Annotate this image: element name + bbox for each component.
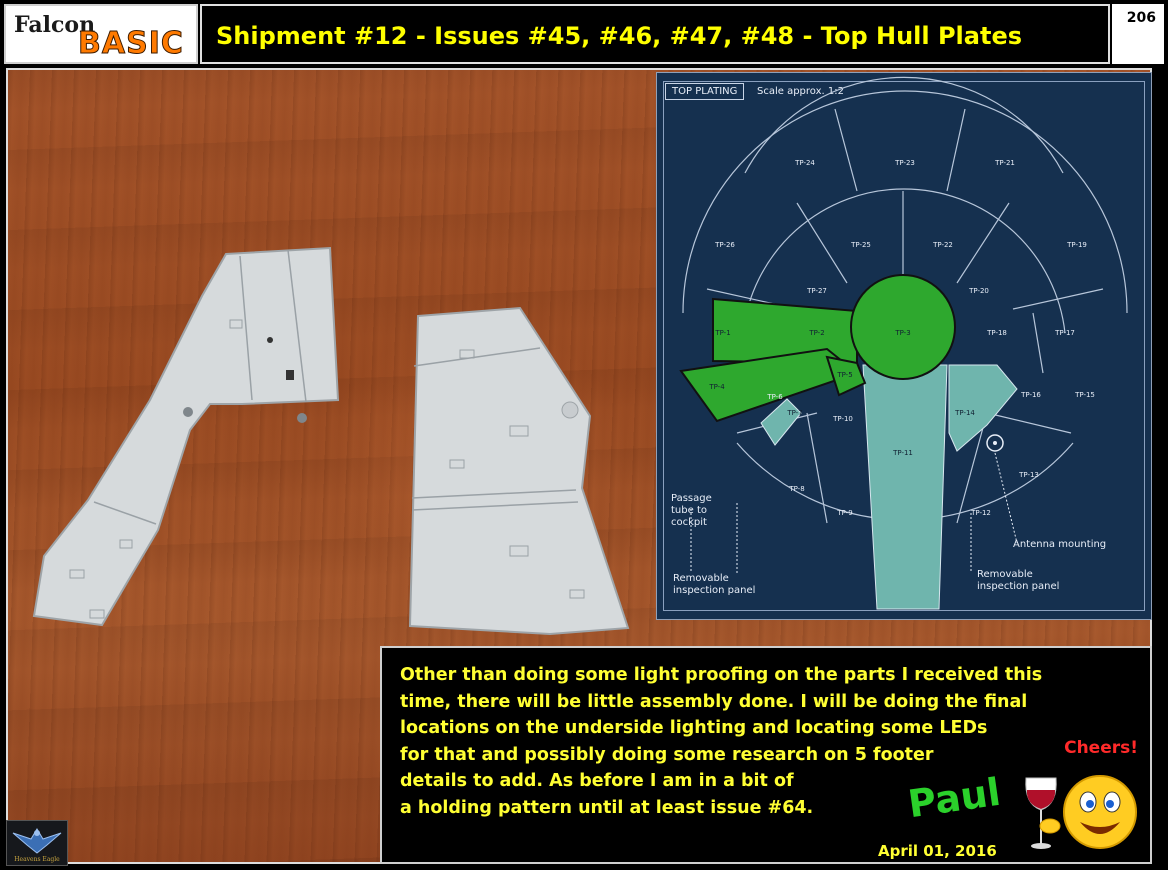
label-tp9: TP-9 bbox=[836, 509, 852, 517]
label-tp14: TP-14 bbox=[954, 409, 975, 417]
label-tp1: TP-1 bbox=[714, 329, 730, 337]
label-tp27: TP-27 bbox=[806, 287, 827, 295]
diagram-tag: TOP PLATING bbox=[665, 83, 745, 100]
commentary-box: Other than doing some light proofing on … bbox=[380, 646, 1152, 864]
green-highlight-pieces bbox=[679, 274, 956, 423]
label-tp26: TP-26 bbox=[714, 241, 735, 249]
note-removable-panel-left: Removable inspection panel bbox=[673, 573, 756, 596]
header-bar: Falcon BASIC Shipment #12 - Issues #45, … bbox=[0, 0, 1168, 68]
label-tp23: TP-23 bbox=[894, 159, 915, 167]
hull-plate-parts-image bbox=[32, 246, 630, 636]
label-tp19: TP-19 bbox=[1066, 241, 1087, 249]
commentary-line: details to add. As before I am in a bit … bbox=[400, 771, 794, 791]
label-tp22: TP-22 bbox=[932, 241, 953, 249]
label-tp15: TP-15 bbox=[1074, 391, 1095, 399]
right-hull-plate bbox=[408, 306, 630, 636]
label-tp17: TP-17 bbox=[1054, 329, 1075, 337]
commentary-line: locations on the underside lighting and … bbox=[400, 718, 988, 738]
label-tp10: TP-10 bbox=[832, 415, 853, 423]
diagram-frame bbox=[663, 81, 1145, 611]
label-tp8: TP-8 bbox=[788, 485, 804, 493]
logo-falcon-text: Falcon bbox=[14, 12, 96, 38]
logo-basic-text: BASIC bbox=[78, 26, 184, 62]
page-title: Shipment #12 - Issues #45, #46, #47, #48… bbox=[216, 22, 1023, 50]
label-tp20: TP-20 bbox=[968, 287, 989, 295]
note-passage-tube: Passage tube to cockpit bbox=[671, 493, 712, 528]
emblem-text: Heavens Eagle bbox=[14, 856, 60, 863]
plating-map: TP-24 TP-23 TP-21 TP-26 TP-25 TP-22 TP-1… bbox=[679, 76, 1128, 610]
top-plating-diagram: TOP PLATING Scale approx. 1:2 bbox=[656, 72, 1152, 620]
label-tp2: TP-2 bbox=[808, 329, 824, 337]
title-box: Shipment #12 - Issues #45, #46, #47, #48… bbox=[200, 4, 1110, 64]
label-tp24: TP-24 bbox=[794, 159, 815, 167]
label-tp18: TP-18 bbox=[986, 329, 1007, 337]
commentary-line: a holding pattern until at least issue #… bbox=[400, 797, 814, 818]
diagram-scale: Scale approx. 1:2 bbox=[757, 86, 844, 97]
note-antenna-mounting: Antenna mounting bbox=[1013, 539, 1107, 550]
teal-highlight-pieces bbox=[760, 364, 1018, 610]
cheers-smiley-icon bbox=[1025, 775, 1137, 849]
commentary-text: Other than doing some light proofing on … bbox=[400, 662, 1140, 821]
left-hull-plate bbox=[32, 246, 340, 627]
commentary-line: time, there will be little assembly done… bbox=[400, 691, 1028, 712]
commentary-line: Other than doing some light proofing on … bbox=[400, 665, 1043, 685]
label-tp16: TP-16 bbox=[1020, 391, 1041, 399]
label-tp13: TP-13 bbox=[1018, 471, 1039, 479]
heavens-eagle-emblem: Heavens Eagle bbox=[6, 820, 68, 866]
post-date: April 01, 2016 bbox=[878, 842, 997, 860]
page-number: 206 bbox=[1126, 10, 1156, 26]
label-tp3: TP-3 bbox=[894, 329, 910, 337]
label-tp21: TP-21 bbox=[994, 159, 1015, 167]
label-tp6: TP-6 bbox=[766, 393, 783, 401]
eagle-icon bbox=[12, 828, 62, 854]
page-number-box: 206 bbox=[1112, 4, 1164, 64]
label-tp11: TP-11 bbox=[892, 449, 913, 457]
label-tp5: TP-5 bbox=[836, 371, 852, 379]
note-removable-panel-right: Removable inspection panel bbox=[977, 569, 1060, 592]
label-tp12: TP-12 bbox=[970, 509, 991, 517]
label-tp25: TP-25 bbox=[850, 241, 871, 249]
falcon-basic-logo: Falcon BASIC bbox=[4, 4, 198, 64]
commentary-line: for that and possibly doing some researc… bbox=[400, 744, 934, 765]
label-tp7: TP-7 bbox=[786, 409, 802, 417]
label-tp4: TP-4 bbox=[708, 383, 725, 391]
cheers-text: Cheers! bbox=[1064, 738, 1138, 758]
